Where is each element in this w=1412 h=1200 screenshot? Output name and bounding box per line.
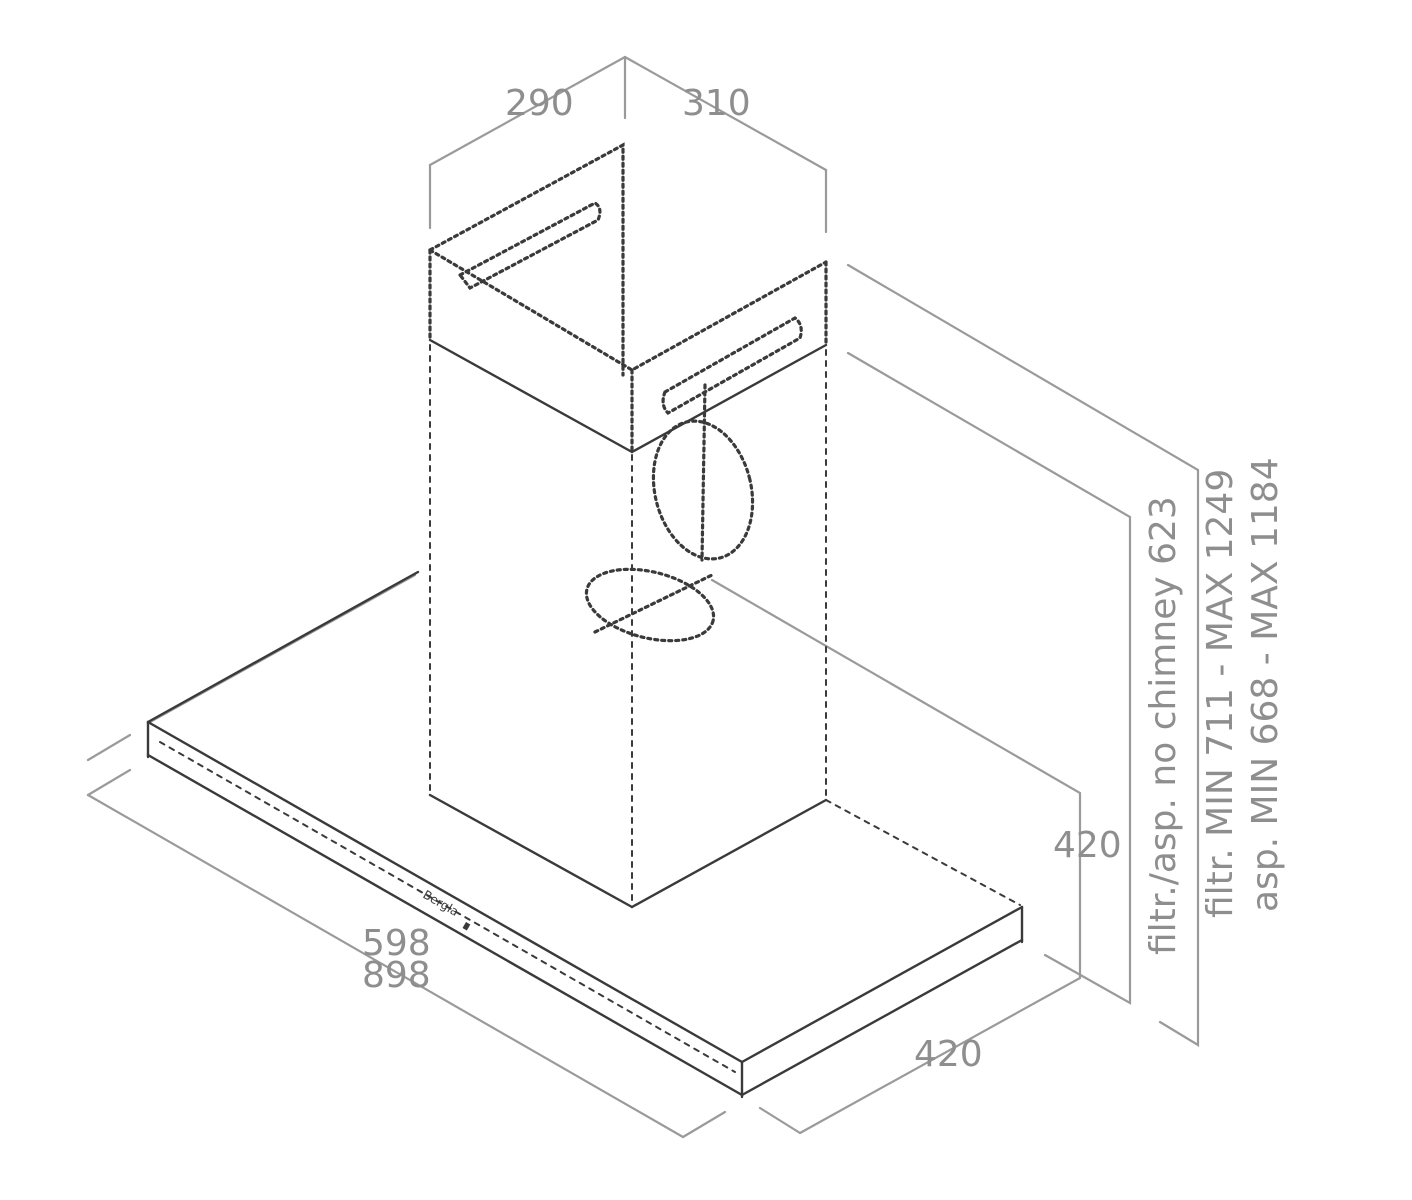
dim-898-line <box>86 793 685 1139</box>
duct-ellipse-horizontal <box>584 567 716 643</box>
canopy-back-left-edge <box>146 570 420 724</box>
front-slot <box>661 316 803 415</box>
chimney-body <box>428 338 828 909</box>
label-898: 898 <box>362 955 431 996</box>
dim-420-height-line <box>710 578 1082 980</box>
label-598: 598 <box>362 923 431 964</box>
dim-598-tick-b <box>86 733 132 762</box>
duct-axis-horizontal <box>593 573 714 634</box>
canopy-front-inner-line <box>159 741 736 1073</box>
chimney-top-back-edge <box>428 142 625 377</box>
back-slot <box>457 201 602 291</box>
canopy-top-right-edge <box>740 905 1024 1064</box>
label-420-depth: 420 <box>914 1034 983 1075</box>
label-filter-range: filtr. MIN 711 - MAX 1249 <box>1200 469 1241 918</box>
chimney-top-front-right-edge <box>630 343 828 454</box>
dim-310-line <box>623 55 828 172</box>
canopy-front-face-bottom <box>146 753 744 1097</box>
canopy-back-right-edge <box>825 799 1021 906</box>
dim-max-height-line <box>846 263 1200 1047</box>
canopy-top-front-edge <box>146 720 744 1064</box>
control-button <box>462 921 471 931</box>
label-suction-range: asp. MIN 668 - MAX 1184 <box>1245 457 1286 912</box>
chimney-top-front-left-edge <box>428 338 634 454</box>
duct-axis-vertical <box>700 383 707 562</box>
dim-420-depth-tick <box>758 1106 802 1135</box>
dimension-labels: 290 310 598 898 420 420 filtr./asp. no c… <box>362 83 1286 1075</box>
canopy-right-face-bottom <box>740 938 1024 1097</box>
chimney-bottom-left <box>428 793 634 909</box>
label-310: 310 <box>682 83 751 124</box>
dim-598-tick-a <box>86 768 132 797</box>
chimney-top-front-left <box>428 248 828 372</box>
dim-420-depth-line <box>798 976 1082 1135</box>
dimension-lines <box>86 55 1200 1139</box>
dim-no-chimney-line <box>846 351 1132 1005</box>
label-290: 290 <box>505 83 574 124</box>
chimney-bottom-right <box>630 798 828 909</box>
dim-898-tick <box>681 1110 727 1139</box>
label-no-chimney: filtr./asp. no chimney 623 <box>1143 496 1184 955</box>
chimney-extension-dotted <box>428 142 828 643</box>
label-420-height: 420 <box>1053 825 1122 866</box>
dim-290-line <box>428 55 627 167</box>
